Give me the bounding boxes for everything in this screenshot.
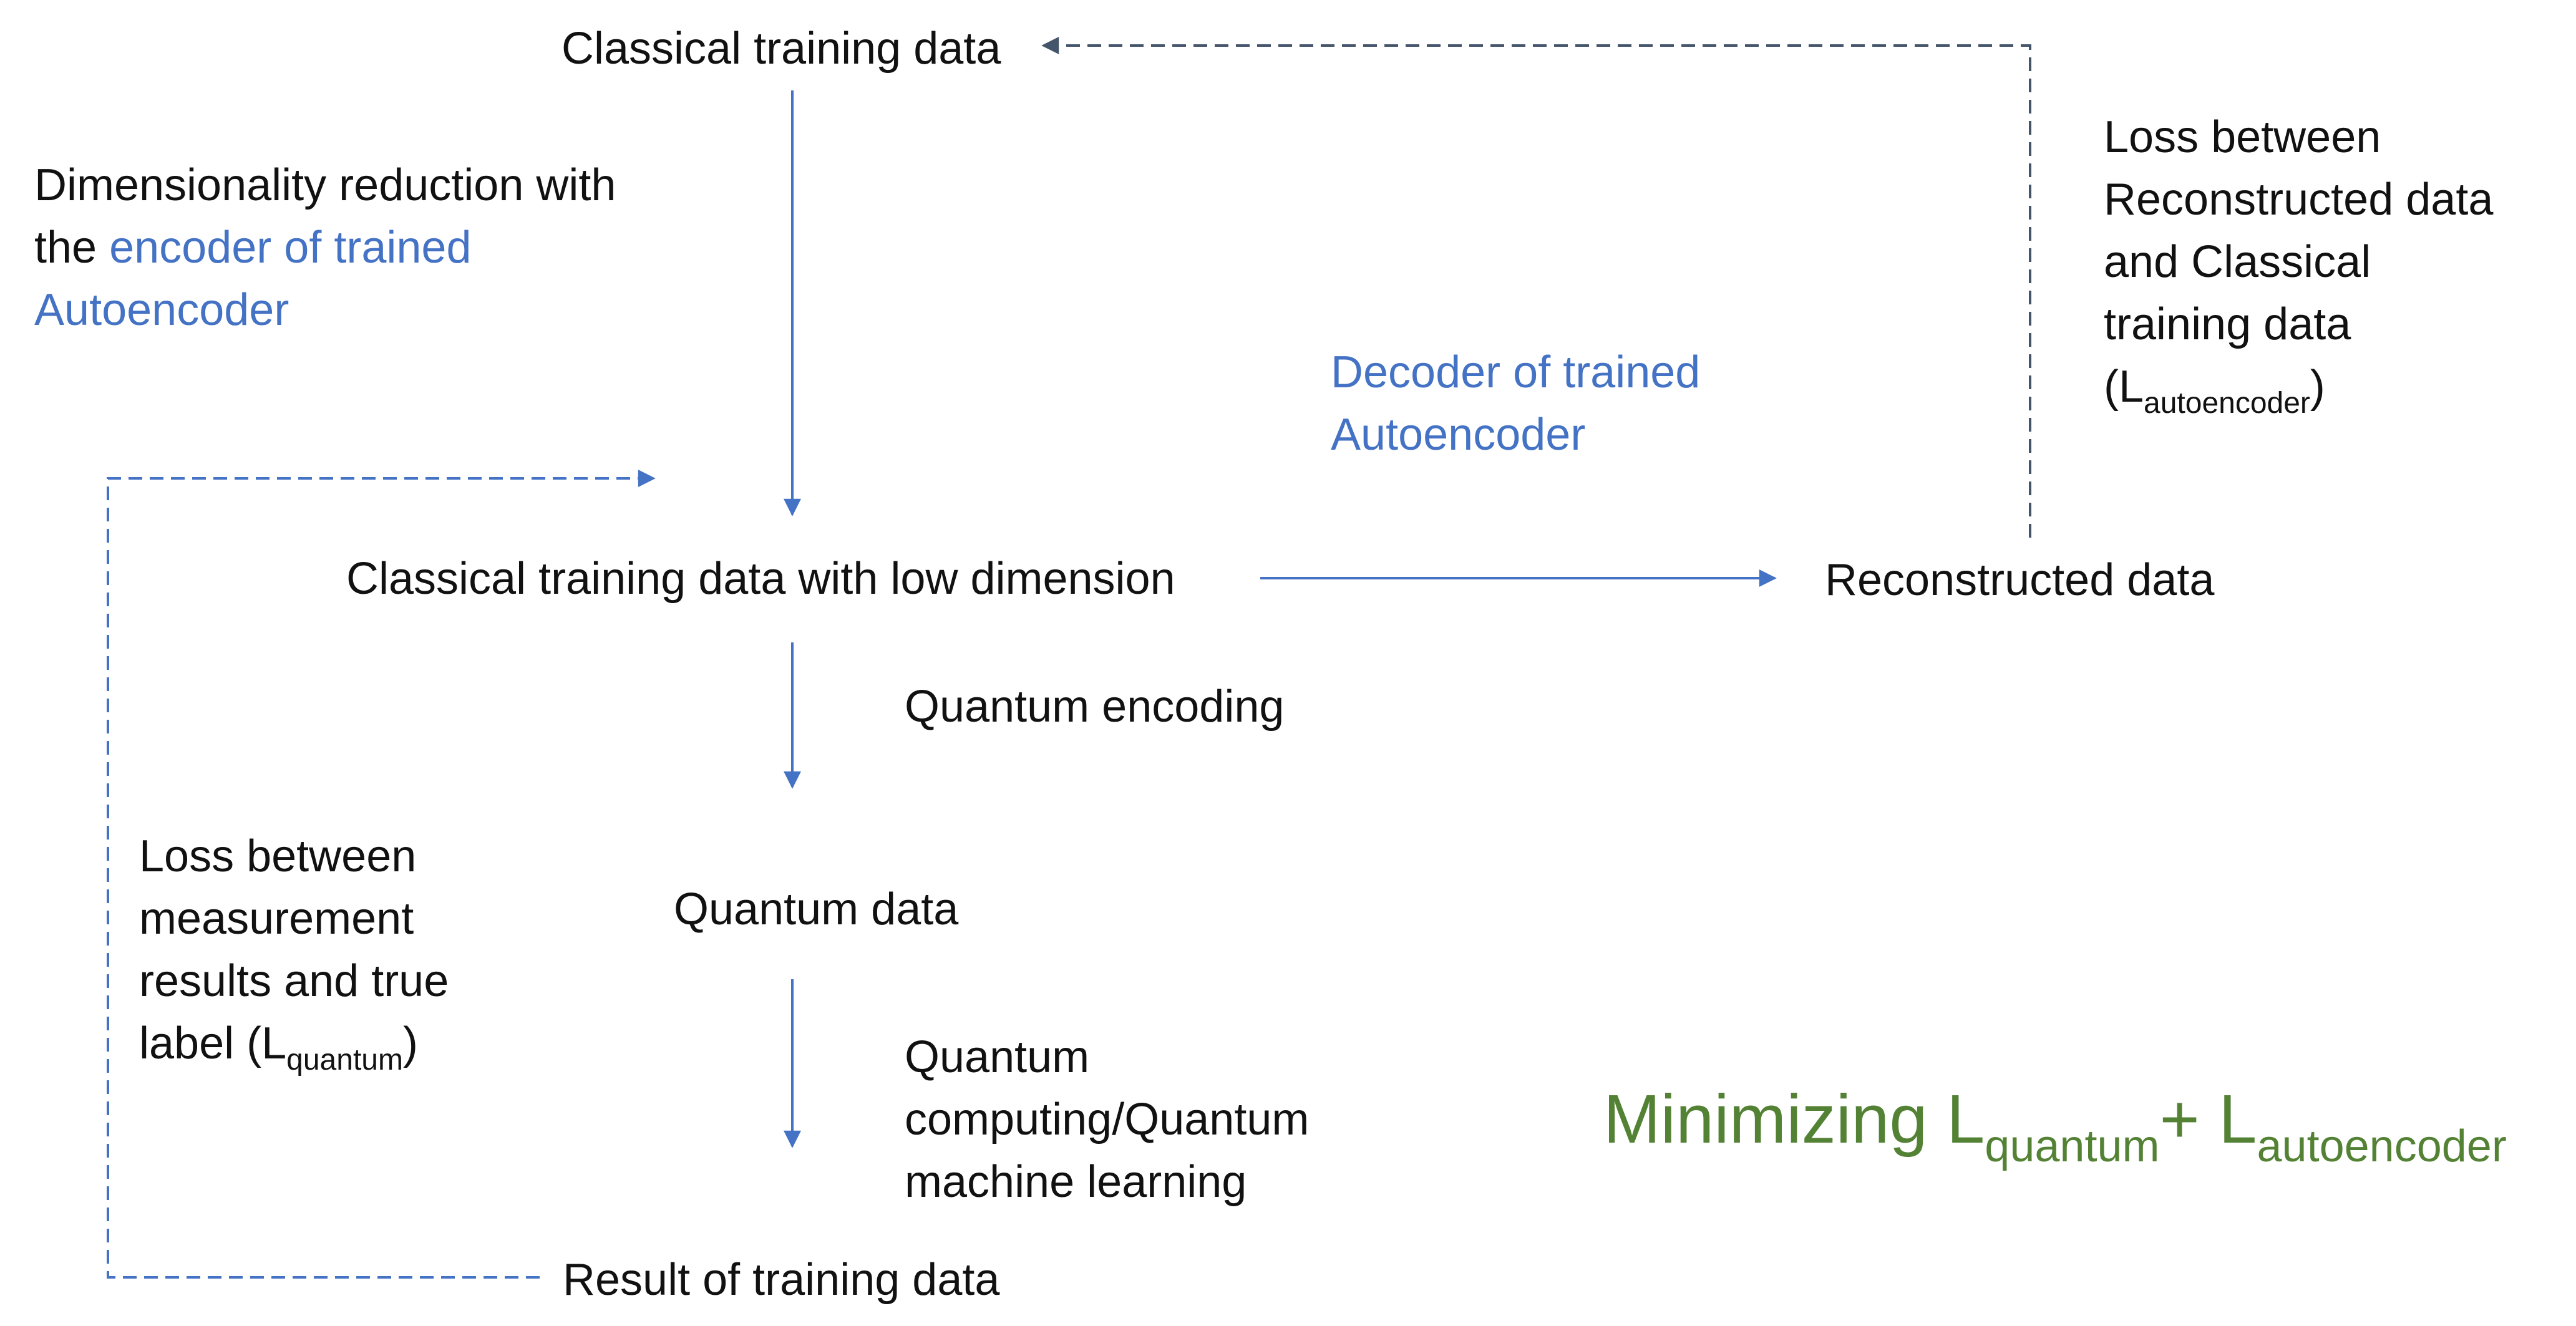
loss-q-prefix: label (L (139, 1019, 287, 1068)
arrow-loss-quantum-feedback (107, 470, 656, 1279)
decoder-line-1: Decoder of trained (1331, 347, 1701, 397)
loss-ae-close: ) (2310, 362, 2325, 412)
qc-line-1: Quantum (905, 1032, 1090, 1082)
label-quantum-encoding: Quantum encoding (905, 682, 1285, 732)
qc-line-2: computing/Quantum (905, 1095, 1310, 1145)
loss-ae-line-5: (Lautoencoder) (2104, 356, 2325, 420)
dim-reduction-line-3: Autoencoder (34, 285, 289, 335)
loss-ae-line-1: Loss between (2104, 112, 2381, 162)
min-plus: + L (2159, 1081, 2257, 1158)
node-quantum-data: Quantum data (674, 884, 959, 934)
label-minimizing-objective: Minimizing Lquantum+ Lautoencoder (1603, 1079, 2507, 1169)
min-sub-quantum: quantum (1985, 1121, 2160, 1171)
dim-reduction-prefix: the (34, 223, 110, 273)
arrow-loss-autoencoder-feedback (1041, 37, 2031, 538)
loss-q-line-4: label (Lquantum) (139, 1012, 418, 1075)
dim-reduction-line-1: Dimensionality reduction with (34, 160, 616, 210)
loss-q-line-1: Loss between (139, 831, 417, 881)
loss-q-line-3: results and true (139, 956, 449, 1006)
dim-reduction-line-2: the encoder of trained (34, 216, 472, 279)
loss-ae-open: (L (2104, 362, 2144, 412)
qc-line-3: machine learning (905, 1157, 1247, 1207)
min-sub-autoencoder: autoencoder (2257, 1121, 2507, 1171)
node-reconstructed-data: Reconstructed data (1825, 555, 2215, 605)
node-classical-low-dimension: Classical training data with low dimensi… (346, 554, 1175, 604)
loss-ae-line-3: and Classical (2104, 237, 2371, 287)
node-classical-training-data: Classical training data (561, 24, 1001, 74)
loss-q-close: ) (402, 1019, 418, 1068)
loss-ae-subscript: autoencoder (2144, 387, 2310, 420)
decoder-line-2: Autoencoder (1331, 410, 1586, 460)
loss-q-subscript: quantum (286, 1043, 403, 1077)
dim-reduction-encoder-text: encoder of trained (109, 223, 472, 273)
loss-ae-line-4: training data (2104, 299, 2351, 349)
loss-q-line-2: measurement (139, 894, 414, 944)
loss-ae-line-2: Reconstructed data (2104, 175, 2494, 225)
node-result-training-data: Result of training data (563, 1255, 1000, 1305)
min-prefix: Minimizing L (1603, 1081, 1985, 1158)
